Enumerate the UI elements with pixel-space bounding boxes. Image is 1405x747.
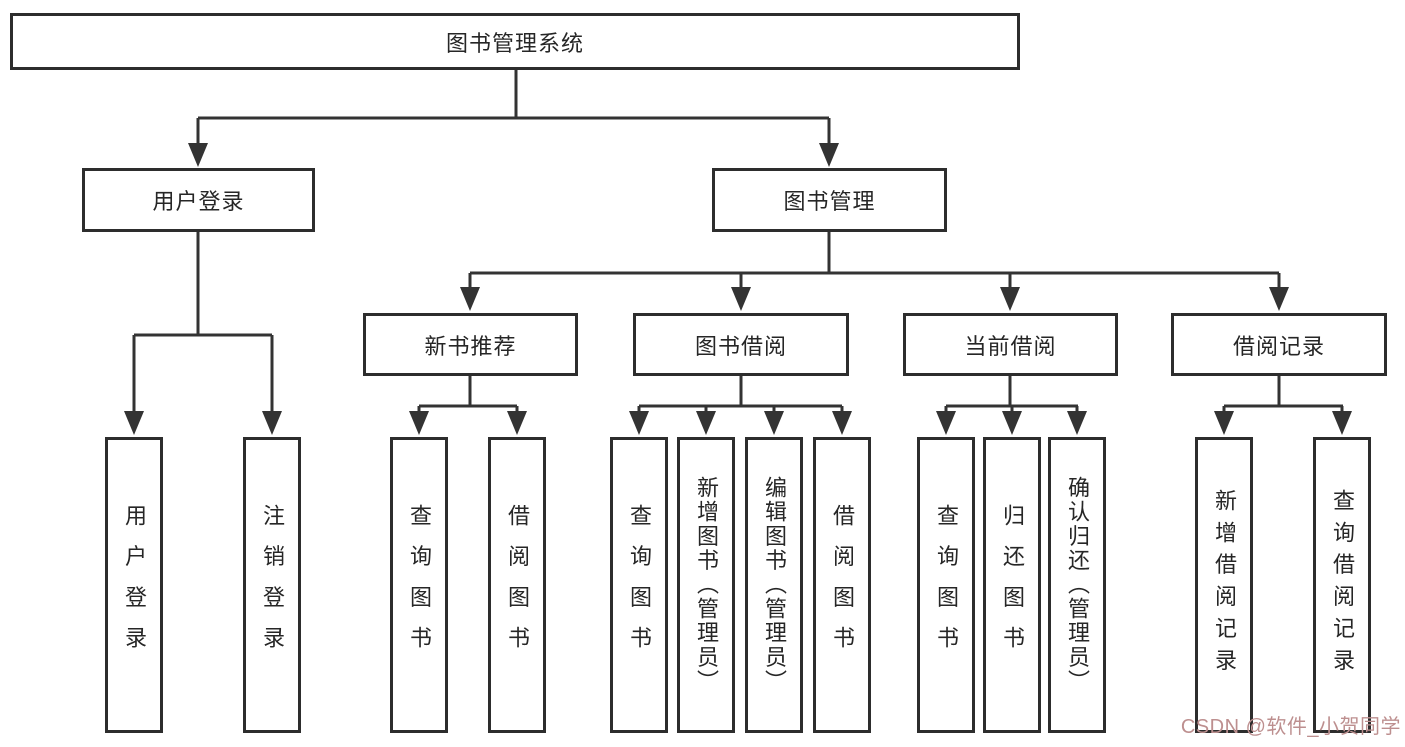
node-book-borrowing: 图书借阅 [633, 313, 849, 376]
leaf-query-books-bb: 查询图书 [610, 437, 668, 733]
node-label: 注销登录 [260, 503, 285, 667]
leaf-query-borrow-record: 查询借阅记录 [1313, 437, 1371, 733]
node-label: 确认归还（管理员） [1065, 476, 1090, 694]
node-label: 新书推荐 [424, 333, 517, 359]
node-new-book-recommend: 新书推荐 [363, 313, 578, 376]
node-label: 图书借阅 [694, 333, 787, 359]
node-label: 编辑图书（管理员） [762, 476, 787, 694]
node-label: 借阅记录 [1232, 333, 1325, 359]
leaf-edit-books-admin: 编辑图书（管理员） [745, 437, 803, 733]
node-label: 查询图书 [934, 503, 959, 667]
leaf-logout: 注销登录 [243, 437, 301, 733]
node-label: 用户登录 [152, 189, 245, 214]
node-label: 新增图书（管理员） [694, 476, 719, 694]
node-label: 用户登录 [122, 503, 147, 667]
leaf-borrow-books-bb: 借阅图书 [813, 437, 871, 733]
node-label: 查询图书 [407, 503, 432, 667]
node-borrowing-records: 借阅记录 [1171, 313, 1387, 376]
node-label: 借阅图书 [505, 503, 530, 667]
leaf-user-login: 用户登录 [105, 437, 163, 733]
node-label: 借阅图书 [830, 503, 855, 667]
node-label: 当前借阅 [964, 333, 1057, 359]
csdn-watermark: CSDN @软件_小贺同学 [1180, 716, 1401, 738]
leaf-query-books-rec: 查询图书 [390, 437, 448, 733]
node-label: 查询图书 [627, 503, 652, 667]
node-user-login: 用户登录 [82, 168, 315, 232]
leaf-return-books: 归还图书 [983, 437, 1041, 733]
leaf-add-books-admin: 新增图书（管理员） [677, 437, 735, 733]
node-label: 新增借阅记录 [1212, 489, 1237, 681]
leaf-confirm-return-admin: 确认归还（管理员） [1048, 437, 1106, 733]
node-label: 查询借阅记录 [1330, 489, 1355, 681]
leaf-borrow-books-rec: 借阅图书 [488, 437, 546, 733]
node-book-management: 图书管理 [712, 168, 947, 232]
leaf-query-books-cb: 查询图书 [917, 437, 975, 733]
leaf-add-borrow-record: 新增借阅记录 [1195, 437, 1253, 733]
node-label: 图书管理系统 [445, 30, 584, 56]
node-label: 归还图书 [1000, 503, 1025, 667]
node-library-management-system: 图书管理系统 [10, 13, 1020, 70]
node-current-borrowing: 当前借阅 [903, 313, 1118, 376]
node-label: 图书管理 [783, 189, 876, 214]
